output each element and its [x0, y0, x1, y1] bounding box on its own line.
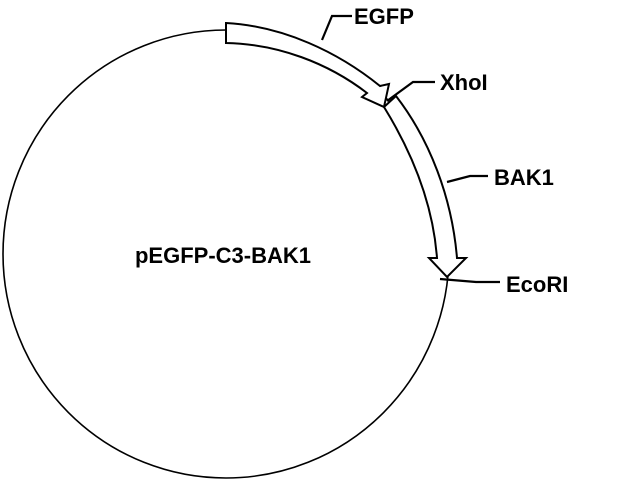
xhoi-leader-line	[386, 80, 435, 102]
ecori-leader-line	[439, 277, 500, 284]
bak1-leader-line	[446, 174, 488, 184]
egfp-feature-arrow	[225, 21, 391, 109]
bak1-feature-arrow	[382, 94, 469, 279]
xhoi-label: XhoI	[440, 70, 488, 95]
egfp-label: EGFP	[354, 4, 414, 29]
bak1-label: BAK1	[494, 165, 554, 190]
plasmid-name-label: pEGFP-C3-BAK1	[135, 243, 311, 268]
egfp-leader-line	[320, 14, 352, 41]
ecori-label: EcoRI	[506, 272, 568, 297]
